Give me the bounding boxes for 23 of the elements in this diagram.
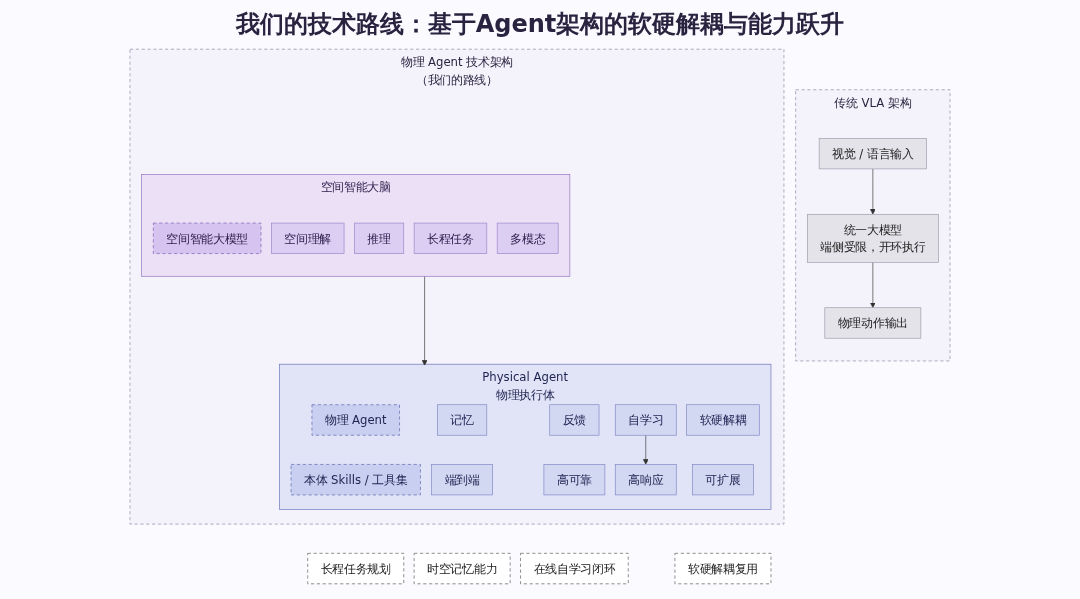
node-box: 多模态 <box>496 222 559 254</box>
node-box: 软硬解耦复用 <box>674 553 772 585</box>
node-box: 视觉 / 语言输入 <box>818 138 927 170</box>
diagram-title: 我们的技术路线：基于Agent架构的软硬解耦与能力跃升 <box>234 9 846 40</box>
node-box: 反馈 <box>549 404 600 436</box>
node-box: 记忆 <box>437 404 488 436</box>
node-box: 物理动作输出 <box>824 307 922 339</box>
node-box: 高响应 <box>614 464 677 496</box>
node-box: 高可靠 <box>543 464 606 496</box>
node-box: 本体 Skills / 工具集 <box>290 464 421 496</box>
node-box: 在线自学习闭环 <box>520 553 629 585</box>
node-box: 端到端 <box>431 464 493 496</box>
node-box: 长程任务规划 <box>307 553 405 585</box>
node-box: 长程任务 <box>413 222 488 254</box>
node-box: 软硬解耦 <box>686 404 760 436</box>
node-box: 推理 <box>354 222 405 254</box>
node-box: 自学习 <box>614 404 677 436</box>
node-box: 统一大模型 端侧受限，开环执行 <box>807 214 939 263</box>
node-box: 物理 Agent <box>311 404 400 436</box>
node-box: 空间智能大模型 <box>153 222 262 254</box>
node-box: 可扩展 <box>692 464 754 496</box>
node-box: 时空记忆能力 <box>413 553 511 585</box>
node-box: 空间理解 <box>271 222 345 254</box>
